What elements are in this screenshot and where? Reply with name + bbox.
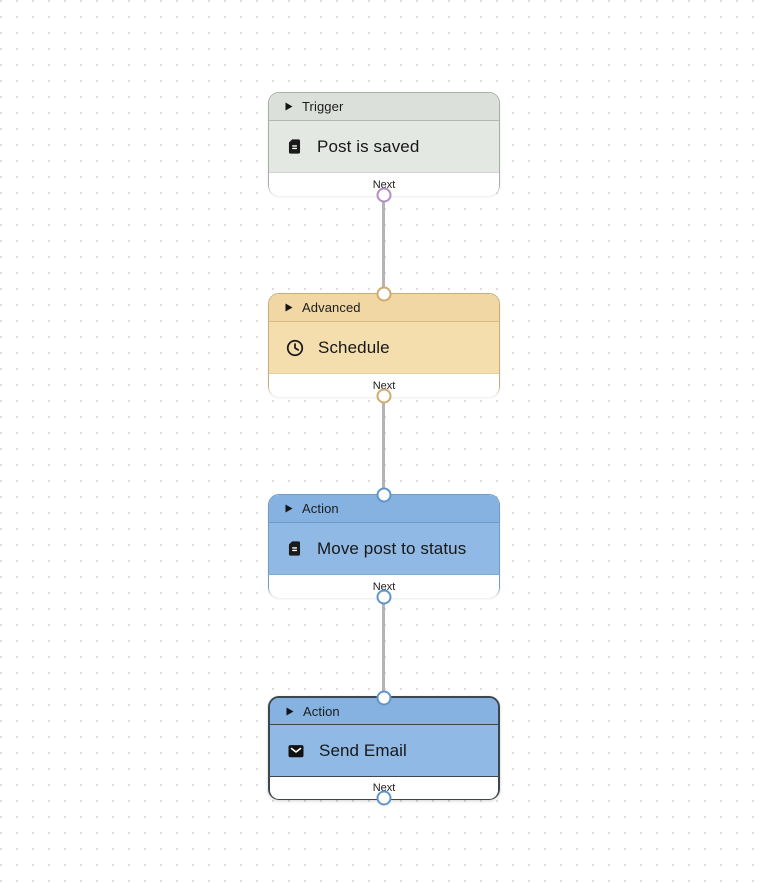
node-body[interactable]: Move post to status: [269, 523, 499, 574]
collapse-triangle-icon[interactable]: [285, 303, 293, 312]
workflow-node-schedule[interactable]: Advanced Schedule Next: [268, 286, 500, 404]
node-category-label: Trigger: [302, 99, 344, 114]
node-category-label: Advanced: [302, 300, 361, 315]
node-title: Schedule: [318, 337, 390, 357]
node-category-label: Action: [302, 501, 339, 516]
input-port[interactable]: [376, 286, 392, 302]
workflow-node-move-post[interactable]: Action Move post to status Next: [268, 487, 500, 605]
connector-line: [382, 598, 385, 696]
output-port[interactable]: [376, 388, 392, 404]
document-icon: [288, 541, 301, 556]
input-port[interactable]: [376, 690, 392, 706]
output-port[interactable]: [376, 187, 392, 203]
next-port-label: Next: [372, 379, 396, 392]
node-category-label: Action: [303, 703, 340, 719]
connector-line: [382, 196, 385, 293]
next-port-label: Next: [372, 580, 396, 593]
input-port[interactable]: [376, 487, 392, 503]
collapse-triangle-icon[interactable]: [286, 707, 294, 716]
node-header[interactable]: Trigger: [269, 93, 499, 121]
node-body[interactable]: Post is saved: [269, 121, 499, 172]
output-port[interactable]: [376, 589, 392, 605]
node-title: Send Email: [319, 740, 407, 760]
node-title: Move post to status: [317, 538, 467, 558]
workflow-node-send-email[interactable]: Action Send Email Next: [268, 690, 500, 806]
node-header[interactable]: Action: [269, 495, 499, 523]
node-body[interactable]: Schedule: [269, 322, 499, 373]
output-port[interactable]: [376, 790, 392, 806]
collapse-triangle-icon[interactable]: [285, 102, 293, 111]
document-icon: [288, 139, 301, 154]
next-port-label: Next: [372, 178, 396, 191]
collapse-triangle-icon[interactable]: [285, 504, 293, 513]
node-footer: Next: [270, 776, 498, 799]
node-footer: Next: [269, 373, 499, 397]
next-port-label: Next: [372, 782, 396, 794]
node-body[interactable]: Send Email: [270, 725, 498, 776]
workflow-node-trigger[interactable]: Trigger Post is saved Next: [268, 92, 500, 203]
envelope-icon: [288, 744, 304, 757]
connector-line: [382, 397, 385, 494]
clock-icon: [286, 339, 304, 356]
node-title: Post is saved: [317, 136, 420, 156]
